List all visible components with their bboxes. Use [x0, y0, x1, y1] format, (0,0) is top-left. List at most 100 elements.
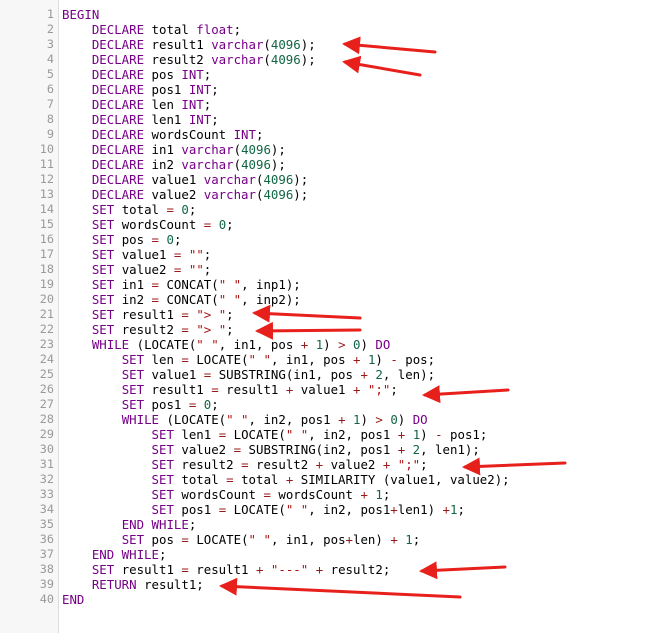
code-line[interactable]: 24 SET len = LOCATE(" ", in1, pos + 1) -… — [0, 352, 660, 367]
code-line[interactable]: 18 SET value2 = ""; — [0, 262, 660, 277]
code-token: INT — [233, 127, 256, 142]
code-line[interactable]: 17 SET value1 = ""; — [0, 247, 660, 262]
code-line[interactable]: 10 DECLARE in1 varchar(4096); — [0, 142, 660, 157]
code-line[interactable]: 21 SET result1 = "> "; — [0, 307, 660, 322]
code-token: ; — [211, 397, 219, 412]
code-line[interactable]: 25 SET value1 = SUBSTRING(in1, pos + 2, … — [0, 367, 660, 382]
code-line[interactable]: 28 WHILE (LOCATE(" ", in2, pos1 + 1) > 0… — [0, 412, 660, 427]
code-token: = — [203, 217, 212, 232]
line-number: 3 — [46, 37, 54, 51]
code-line[interactable]: 30 SET value2 = SUBSTRING(in2, pos1 + 2,… — [0, 442, 660, 457]
code-token: DECLARE — [91, 112, 145, 127]
code-token: , inp1); — [241, 277, 301, 292]
code-token: total — [114, 202, 167, 217]
code-token: pos — [144, 532, 182, 547]
code-token: = — [151, 277, 160, 292]
line-number: 13 — [39, 187, 54, 201]
code-token: + — [397, 427, 406, 442]
code-line[interactable]: 16 SET pos = 0; — [0, 232, 660, 247]
code-line[interactable]: 2 DECLARE total float; — [0, 22, 660, 37]
code-line[interactable]: 22 SET result2 = "> "; — [0, 322, 660, 337]
code-token: = — [181, 307, 189, 322]
code-token: SET — [91, 307, 115, 322]
code-token: = — [173, 262, 182, 277]
code-token — [62, 142, 92, 157]
code-token: SET — [121, 397, 145, 412]
code-token — [62, 292, 92, 307]
code-line[interactable]: 37 END WHILE; — [0, 547, 660, 562]
code-line[interactable]: 6 DECLARE pos1 INT; — [0, 82, 660, 97]
code-token: SET — [91, 217, 115, 232]
code-token: wordsCount — [114, 217, 204, 232]
code-token: len1) — [397, 502, 443, 517]
code-line[interactable]: 39 RETURN result1; — [0, 577, 660, 592]
code-token: DECLARE — [91, 37, 145, 52]
code-line[interactable]: 34 SET pos1 = LOCATE(" ", in2, pos1+len1… — [0, 502, 660, 517]
code-line[interactable]: 14 SET total = 0; — [0, 202, 660, 217]
code-text: SET total = 0; — [62, 202, 196, 217]
code-token: + — [382, 457, 391, 472]
code-text: END WHILE; — [62, 547, 167, 562]
code-line[interactable]: 36 SET pos = LOCATE(" ", in1, pos+len) +… — [0, 532, 660, 547]
code-text: SET value1 = SUBSTRING(in1, pos + 2, len… — [62, 367, 435, 382]
code-line[interactable]: 31 SET result2 = result2 + value2 + ";"; — [0, 457, 660, 472]
code-line[interactable]: 27 SET pos1 = 0; — [0, 397, 660, 412]
code-token: varchar — [203, 172, 256, 187]
code-line[interactable]: 19 SET in1 = CONCAT(" ", inp1); — [0, 277, 660, 292]
code-token — [62, 202, 92, 217]
code-token: 1 — [367, 352, 376, 367]
code-token: ; — [420, 457, 428, 472]
code-text: SET value1 = ""; — [62, 247, 211, 262]
code-line[interactable]: 33 SET wordsCount = wordsCount + 1; — [0, 487, 660, 502]
code-line[interactable]: 9 DECLARE wordsCount INT; — [0, 127, 660, 142]
code-token: CONCAT( — [159, 292, 219, 307]
line-number: 23 — [39, 337, 54, 351]
line-number: 40 — [39, 592, 54, 606]
code-line[interactable]: 7 DECLARE len INT; — [0, 97, 660, 112]
code-line[interactable]: 38 SET result1 = result1 + "---" + resul… — [0, 562, 660, 577]
code-text: SET pos = 0; — [62, 232, 182, 247]
code-token: SIMILARITY (value1, value2); — [293, 472, 510, 487]
code-token: value2 — [144, 187, 204, 202]
code-token: result2; — [323, 562, 391, 577]
code-line[interactable]: 26 SET result1 = result1 + value1 + ";"; — [0, 382, 660, 397]
line-number: 19 — [39, 277, 54, 291]
code-token: SET — [91, 322, 115, 337]
code-line[interactable]: 12 DECLARE value1 varchar(4096); — [0, 172, 660, 187]
code-token: result2 — [144, 52, 212, 67]
code-token: 4096 — [241, 157, 271, 172]
code-token: DECLARE — [91, 82, 145, 97]
code-line[interactable]: 5 DECLARE pos INT; — [0, 67, 660, 82]
code-text: SET value2 = ""; — [62, 262, 211, 277]
line-number: 31 — [39, 457, 54, 471]
code-line[interactable]: 13 DECLARE value2 varchar(4096); — [0, 187, 660, 202]
code-text: SET value2 = SUBSTRING(in2, pos1 + 2, le… — [62, 442, 480, 457]
code-line[interactable]: 20 SET in2 = CONCAT(" ", inp2); — [0, 292, 660, 307]
code-line[interactable]: 3 DECLARE result1 varchar(4096); — [0, 37, 660, 52]
code-token: value1 — [293, 382, 353, 397]
code-token: , len); — [382, 367, 436, 382]
code-line[interactable]: 4 DECLARE result2 varchar(4096); — [0, 52, 660, 67]
code-token: pos1 — [144, 397, 189, 412]
code-line[interactable]: 11 DECLARE in2 varchar(4096); — [0, 157, 660, 172]
code-line[interactable]: 8 DECLARE len1 INT; — [0, 112, 660, 127]
code-text: SET in2 = CONCAT(" ", inp2); — [62, 292, 301, 307]
code-line[interactable]: 15 SET wordsCount = 0; — [0, 217, 660, 232]
code-token: SET — [151, 442, 174, 457]
code-token — [181, 247, 188, 262]
code-line[interactable]: 29 SET len1 = LOCATE(" ", in2, pos1 + 1)… — [0, 427, 660, 442]
code-token: + — [360, 487, 368, 502]
code-token: ; — [203, 262, 212, 277]
code-line[interactable]: 35 END WHILE; — [0, 517, 660, 532]
code-line[interactable]: 23 WHILE (LOCATE(" ", in1, pos + 1) > 0)… — [0, 337, 660, 352]
code-token: DECLARE — [91, 157, 145, 172]
code-token: = — [218, 427, 227, 442]
code-token: + — [397, 442, 406, 457]
code-line[interactable]: 32 SET total = total + SIMILARITY (value… — [0, 472, 660, 487]
code-token — [211, 217, 218, 232]
code-token — [346, 337, 353, 352]
